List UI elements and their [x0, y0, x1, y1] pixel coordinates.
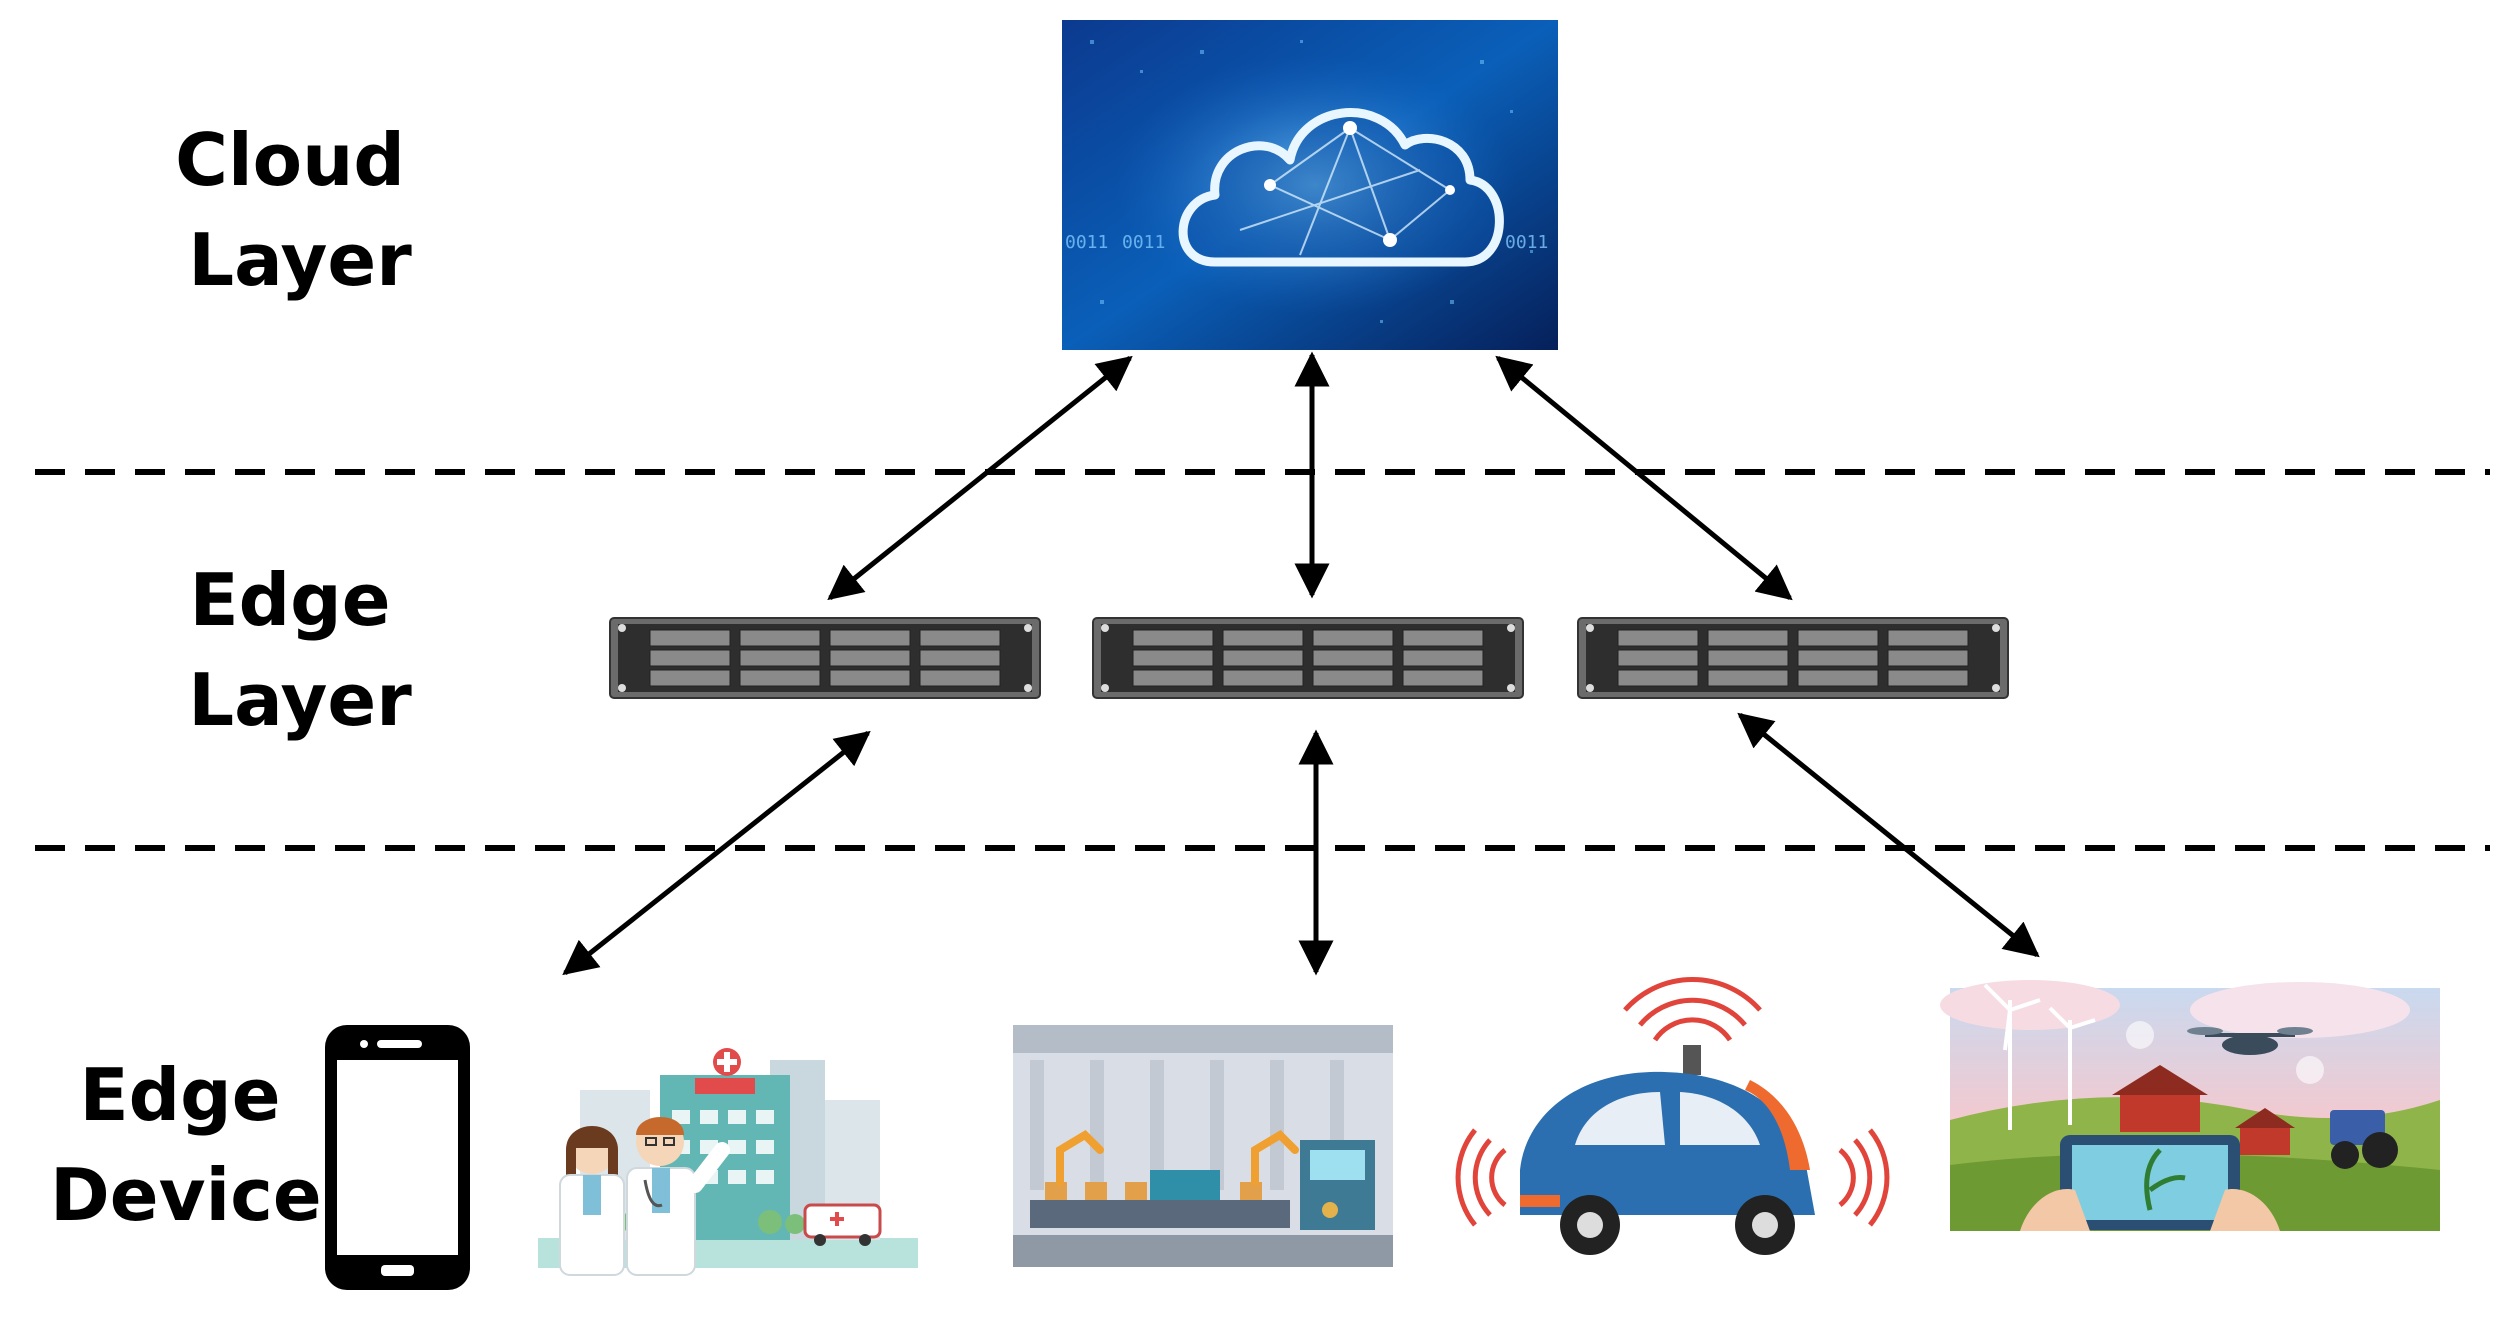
cloud-layer-label-line2: Layer	[188, 218, 412, 302]
smartphone-icon	[325, 1025, 470, 1290]
arrow-edge-devices-right	[1737, 712, 2040, 958]
edge-devices-label-line1: Edge	[79, 1053, 281, 1137]
hospital-icon	[538, 1048, 918, 1276]
cloud-layer-label: Cloud Layer	[150, 110, 430, 310]
arrow-cloud-edge-right	[1495, 355, 1793, 601]
arrow-edge-devices-left	[562, 730, 871, 976]
edge-layer-label-line2: Layer	[188, 658, 412, 742]
edge-devices-label-line2: Devices	[50, 1153, 365, 1237]
autonomous-car-icon	[1455, 977, 1890, 1255]
binary-text-1: 0011	[1065, 232, 1108, 253]
cloud-icon: 0011 0011 0011	[1062, 20, 1558, 350]
edge-devices-label: Edge Devices	[50, 1045, 365, 1245]
factory-icon	[1013, 1025, 1393, 1267]
binary-text-3: 0011	[1505, 232, 1548, 253]
server-rack-icon	[1577, 617, 2009, 699]
cloud-layer-label-line1: Cloud	[175, 118, 405, 202]
smart-farm-icon	[1940, 980, 2440, 1231]
edge-layer-label: Edge Layer	[150, 550, 430, 750]
server-rack-icon	[1092, 617, 1524, 699]
arrow-cloud-edge-left	[827, 355, 1133, 601]
server-rack-icon	[609, 617, 1041, 699]
edge-layer-label-line1: Edge	[189, 558, 391, 642]
